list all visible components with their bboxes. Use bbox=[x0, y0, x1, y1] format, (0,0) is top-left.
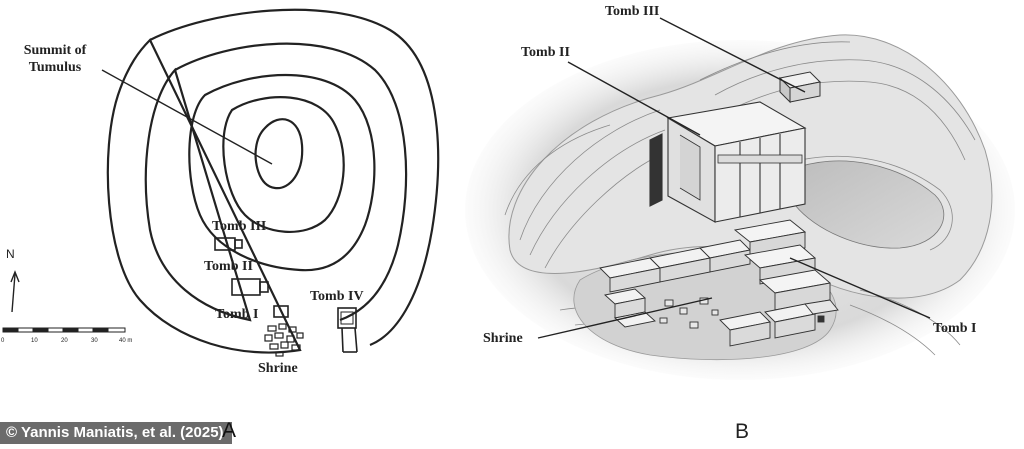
tomb-ii-plan bbox=[231, 278, 269, 296]
photo-credit: © Yannis Maniatis, et al. (2025) bbox=[0, 422, 232, 444]
shrine-plan bbox=[264, 323, 304, 357]
summit-contour bbox=[254, 118, 304, 190]
contour-line-3 bbox=[188, 73, 376, 272]
north-arrow-head bbox=[10, 270, 20, 283]
north-arrow bbox=[11, 273, 16, 313]
tomb-iii-label-a: Tomb III bbox=[212, 219, 266, 234]
scale-tick-30: 30 bbox=[91, 338, 98, 344]
contour-line-2 bbox=[144, 42, 408, 322]
panel-b-reconstruction bbox=[465, 17, 1015, 380]
scale-tick-0: 0 bbox=[1, 338, 5, 344]
summit-label: Summit of bbox=[24, 43, 87, 58]
shrine-leader-b bbox=[537, 297, 713, 339]
tomb-iii-leader-b bbox=[659, 17, 806, 93]
tomb-ii-label-b: Tomb II bbox=[521, 45, 570, 60]
scale-tick-10: 10 bbox=[31, 338, 38, 344]
tomb-i-leader-b bbox=[789, 257, 931, 319]
tomb-iv-label-a: Tomb IV bbox=[310, 289, 364, 304]
excavation-pit bbox=[789, 160, 945, 249]
shrine-label-a: Shrine bbox=[258, 361, 298, 376]
tomb-ii-label-a: Tomb II bbox=[204, 259, 253, 274]
tomb-iii-label-b: Tomb III bbox=[605, 4, 659, 19]
north-label: N bbox=[6, 247, 15, 261]
panel-b-labels: Tomb III Tomb II Tomb I Shrine bbox=[483, 4, 976, 346]
shrine-blocks bbox=[599, 219, 839, 347]
panel-b-letter: B bbox=[735, 420, 750, 443]
contour-line-1 bbox=[106, 8, 440, 354]
summit-label-line2: Tumulus bbox=[29, 60, 82, 75]
tomb-ii-building bbox=[649, 101, 807, 223]
tomb-ii-leader-b bbox=[567, 61, 701, 136]
panel-a-plan bbox=[2, 8, 440, 357]
tomb-i-label-a: Tomb I bbox=[215, 307, 258, 322]
tomb-iv-plan bbox=[337, 307, 358, 353]
scale-bar bbox=[2, 327, 126, 333]
contour-line-4 bbox=[222, 96, 345, 233]
scale-tick-20: 20 bbox=[61, 338, 68, 344]
panel-a-letter: A bbox=[222, 419, 237, 442]
shrine-label-b: Shrine bbox=[483, 331, 523, 346]
scale-tick-40: 40 m bbox=[119, 338, 132, 344]
tomb-i-label-b: Tomb I bbox=[933, 321, 976, 336]
tomb-iii-building bbox=[778, 71, 822, 104]
tomb-iii-plan bbox=[214, 237, 243, 251]
tomb-i-plan bbox=[273, 305, 289, 318]
panel-a-labels: Summit of Tumulus Tomb III Tomb II Tomb … bbox=[1, 43, 364, 376]
panel-b-leader-lines bbox=[537, 17, 931, 339]
summit-leader-line bbox=[101, 69, 273, 165]
